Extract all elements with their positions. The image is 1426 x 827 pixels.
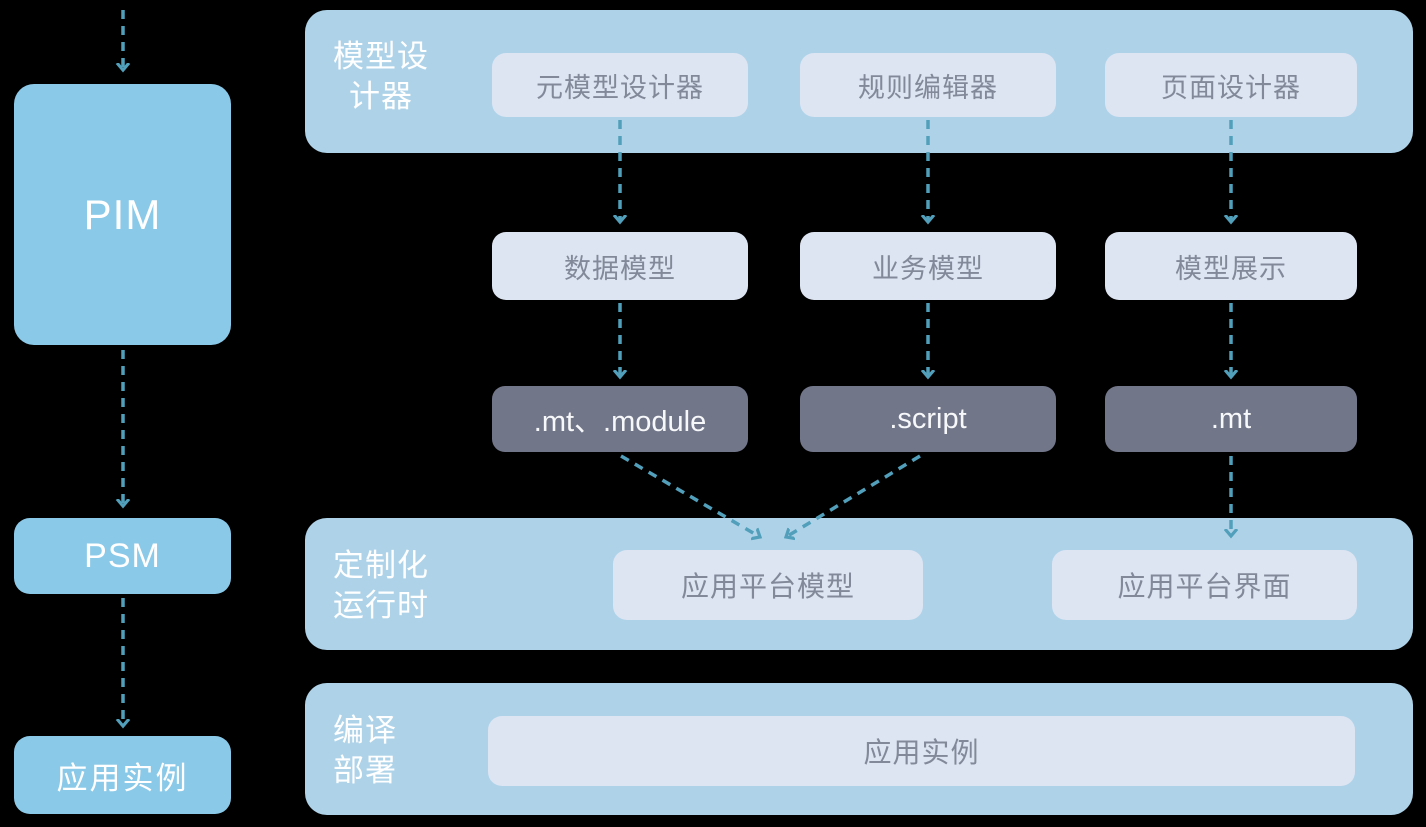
app-instance-left-box: 应用实例 xyxy=(14,736,231,814)
mt-file-label: .mt xyxy=(1210,402,1252,435)
script-file-box: .script xyxy=(800,386,1056,452)
pim-label: PIM xyxy=(83,190,162,238)
script-file-label: .script xyxy=(889,402,967,435)
page-designer-label: 页面设计器 xyxy=(1161,72,1301,103)
model-display-label: 模型展示 xyxy=(1175,253,1287,284)
app-instance-deploy-label: 应用实例 xyxy=(863,737,980,768)
business-model-label: 业务模型 xyxy=(872,253,984,284)
rule-editor-label: 规则编辑器 xyxy=(858,72,998,103)
business-model-box: 业务模型 xyxy=(800,232,1056,300)
data-model-label: 数据模型 xyxy=(564,253,676,284)
mt-module-file-label: .mt、.module xyxy=(533,406,707,438)
model-display-box: 模型展示 xyxy=(1105,232,1357,300)
app-platform-model-box: 应用平台模型 xyxy=(613,550,923,620)
app-platform-model-label: 应用平台模型 xyxy=(680,571,855,602)
app-instance-deploy-box: 应用实例 xyxy=(488,716,1355,786)
pim-box: PIM xyxy=(14,84,231,345)
meta-model-designer-box: 元模型设计器 xyxy=(492,53,748,117)
mt-module-file-box: .mt、.module xyxy=(492,386,748,452)
app-platform-ui-box: 应用平台界面 xyxy=(1052,550,1357,620)
psm-label: PSM xyxy=(84,536,161,575)
custom-runtime-label: 定制化运行时 xyxy=(333,548,429,623)
model-designer-label: 模型设计器 xyxy=(333,39,429,114)
meta-model-designer-label: 元模型设计器 xyxy=(536,72,704,103)
compile-deploy-label: 编译部署 xyxy=(333,713,397,788)
psm-box: PSM xyxy=(14,518,231,594)
page-designer-box: 页面设计器 xyxy=(1105,53,1357,117)
mt-file-box: .mt xyxy=(1105,386,1357,452)
data-model-box: 数据模型 xyxy=(492,232,748,300)
app-platform-ui-label: 应用平台界面 xyxy=(1117,571,1292,602)
rule-editor-box: 规则编辑器 xyxy=(800,53,1056,117)
app-instance-left-label: 应用实例 xyxy=(56,760,189,796)
